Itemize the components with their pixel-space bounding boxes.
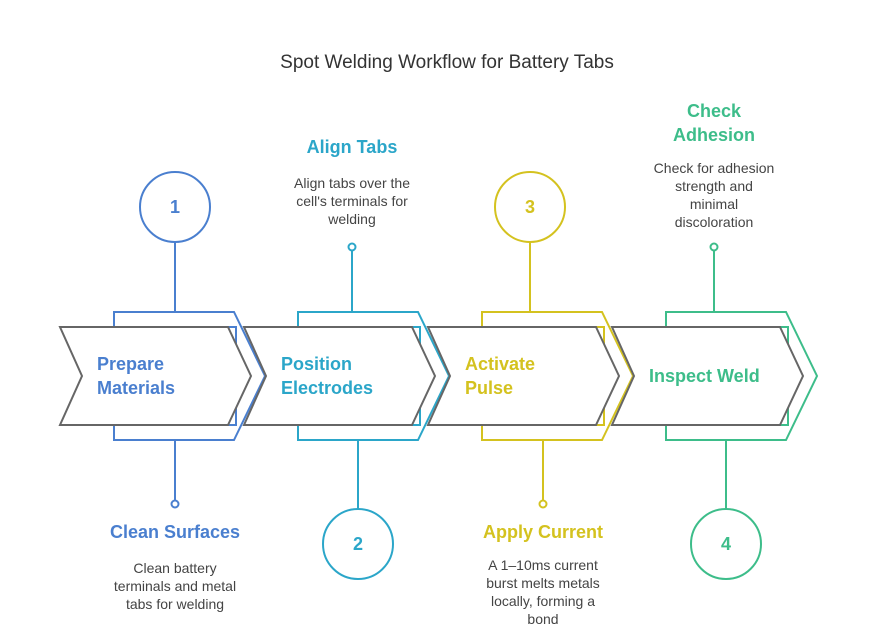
step3-desc-line: locally, forming a [490,593,595,609]
step1-number-circle [139,171,211,243]
step3-bottom-dot [538,499,548,509]
step4-desc-line: minimal [689,196,739,212]
step2-desc-line: Align tabs over the [294,175,410,191]
step1-desc-line: Clean battery [133,560,217,576]
step4-caption-line1: Check [686,101,742,121]
step2-label-line1: Position [281,354,352,374]
step3-number-circle [494,171,566,243]
step2-gray-chevron [242,326,437,426]
step4-label: Inspect Weld [649,364,760,388]
step4-top-dot [709,242,719,252]
step3-number: 3 [524,197,535,217]
diagram-title: Spot Welding Workflow for Battery Tabs [280,52,614,73]
step4-label-line1: Inspect Weld [649,366,760,386]
step1-number: 1 [169,197,180,217]
step4-desc-line: discoloration [674,214,754,230]
step4-caption-line2: Adhesion [672,125,755,145]
step3-gray-chevron [426,326,621,426]
step2-caption: Align Tabs [306,137,398,157]
step3-description: A 1–10ms current burst melts metals loca… [463,556,623,628]
step3-label-line2: Pulse [465,378,514,398]
step2-number: 2 [352,534,363,554]
step1-label-line1: Prepare [97,354,165,374]
step3-desc-line: A 1–10ms current [488,557,598,573]
step3-desc-line: burst melts metals [486,575,600,591]
step3-desc-line: bond [527,611,559,627]
step2-number-circle [322,508,394,580]
step2-desc-line: welding [328,211,376,227]
step3-label-line1: Activate [465,354,536,374]
step4-caption: Check Adhesion [634,99,794,147]
step3-label: Activate Pulse [465,352,535,400]
step2-description: Align tabs over the cell's terminals for… [272,174,432,228]
step1-label-line2: Materials [97,378,176,398]
step1-label: Prepare Materials [97,352,175,400]
step2-top-dot [347,242,357,252]
step2-label: Position Electrodes [281,352,373,400]
step1-gray-chevron [58,326,253,426]
step3-caption: Apply Current [482,522,603,542]
step4-desc-line: Check for adhesion [653,160,775,176]
step4-desc-line: strength and [675,178,753,194]
step1-desc-line: terminals and metal [113,578,237,594]
step1-caption: Clean Surfaces [109,522,241,542]
step1-bottom-dot [170,499,180,509]
step4-gray-chevron [610,326,805,426]
step1-desc-line: tabs for welding [125,596,225,612]
step4-number: 4 [720,534,731,554]
step4-description: Check for adhesion strength and minimal … [634,159,794,231]
step2-label-line2: Electrodes [281,378,374,398]
step1-description: Clean battery terminals and metal tabs f… [95,559,255,613]
step4-number-circle [690,508,762,580]
step2-desc-line: cell's terminals for [296,193,408,209]
